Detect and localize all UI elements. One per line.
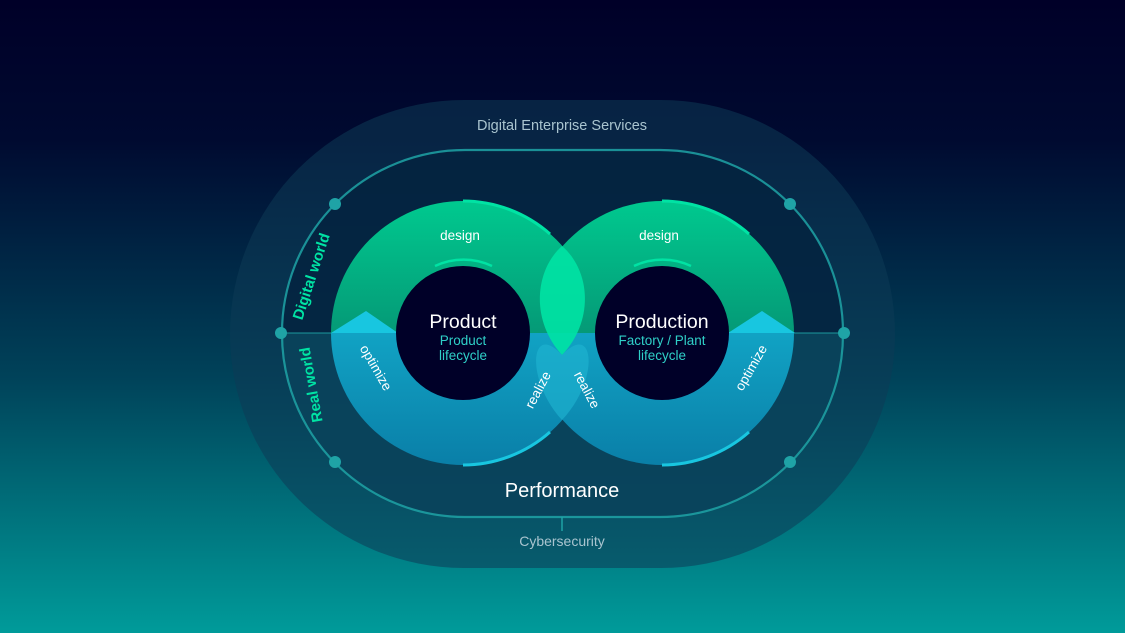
production-title: Production — [615, 311, 708, 333]
track-dot — [784, 456, 796, 468]
right-inner-accent — [633, 258, 692, 268]
track-dot — [838, 327, 850, 339]
track-dot — [275, 327, 287, 339]
production-subtitle-line2: lifecycle — [638, 348, 686, 363]
product-title: Product — [429, 311, 497, 333]
right-center-circle — [595, 266, 729, 400]
track-dot — [329, 198, 341, 210]
track-dot — [329, 456, 341, 468]
right-bottom-accent — [661, 430, 750, 467]
loop-intersection — [539, 246, 585, 355]
left-design-label: design — [440, 228, 480, 243]
production-subtitle-line1: Factory / Plant — [618, 333, 705, 348]
track-dot — [784, 198, 796, 210]
left-top-accent — [462, 199, 551, 236]
left-bottom-accent — [462, 430, 551, 467]
performance-label: Performance — [505, 480, 620, 502]
right-loop-arrow — [728, 311, 795, 333]
loop-intersection-lower — [536, 344, 589, 420]
left-loop-arrow — [331, 311, 398, 333]
product-subtitle-line1: Product — [440, 333, 487, 348]
left-inner-accent — [434, 258, 493, 268]
product-subtitle-line2: lifecycle — [439, 348, 487, 363]
cybersecurity-label: Cybersecurity — [519, 533, 605, 549]
right-top-accent — [661, 199, 750, 236]
right-design-label: design — [639, 228, 679, 243]
left-center-circle — [396, 266, 530, 400]
digital-enterprise-services-label: Digital Enterprise Services — [477, 118, 647, 134]
